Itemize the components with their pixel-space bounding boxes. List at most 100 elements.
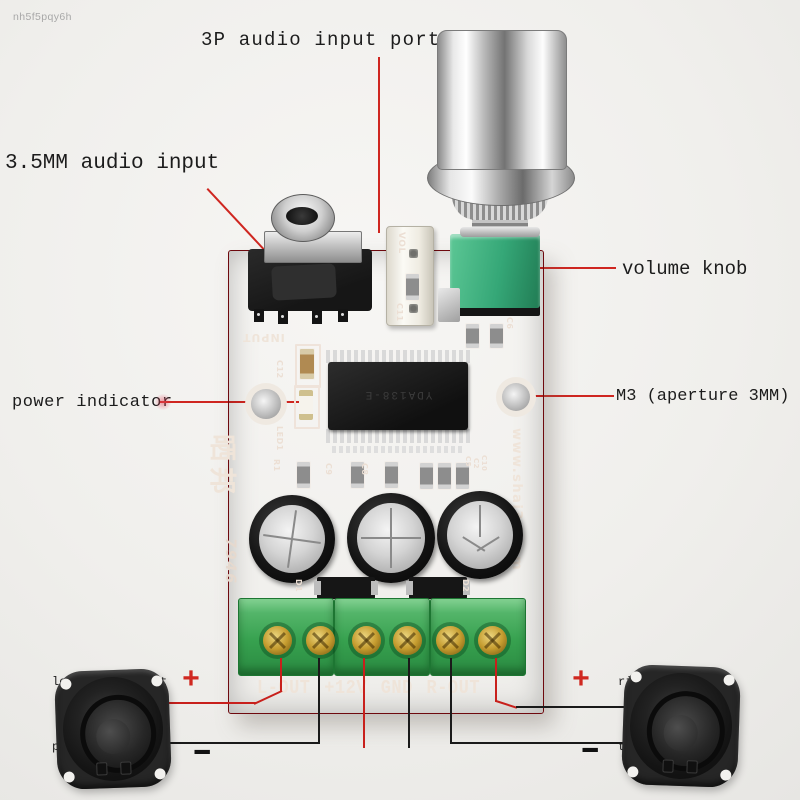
speaker-frame: [61, 675, 165, 783]
amplifier-ic-chip: YDA138-E: [328, 362, 468, 430]
connector-pin: [409, 304, 418, 313]
smd-component: [456, 463, 469, 489]
wire-12v-positive: [363, 658, 365, 748]
audio-jack-barrel: [271, 194, 335, 242]
callout-line-35mm-jack: [206, 188, 270, 256]
label-power-indicator: power indicator: [12, 393, 173, 412]
plus-symbol-left: +: [182, 664, 201, 698]
speaker-terminal: [662, 759, 674, 773]
silk-d1-label: D1: [294, 579, 303, 593]
jack-leg: [254, 309, 264, 322]
smd-component: [438, 463, 451, 489]
silk-input-label: INPUT: [242, 331, 285, 344]
speaker-screw-hole: [151, 675, 163, 687]
silk-c11-label: C11: [395, 303, 404, 322]
label-positive-line1: 12V positive p: [287, 796, 396, 800]
wire-left-positive: [280, 658, 282, 691]
terminal-screw-5: [436, 626, 465, 655]
smd-component: [466, 324, 479, 348]
audio-jack-shield: [264, 231, 362, 263]
terminal-screw-1: [263, 626, 292, 655]
speaker-screw-hole: [630, 671, 642, 683]
watermark: nh5f5pqy6h: [13, 11, 72, 23]
silk-c6-label: C6: [505, 317, 514, 330]
wire-gnd-negative: [408, 658, 410, 748]
label-3p-audio-input: 3P audio input port: [201, 29, 441, 51]
silk-c2-label: C2: [472, 458, 480, 470]
silk-c5-label: C5: [464, 456, 472, 468]
wire-left-negative: [318, 658, 320, 744]
speaker-screw-hole: [723, 674, 735, 686]
terminal-screw-2: [306, 626, 335, 655]
potentiometer-body: [450, 234, 540, 308]
speaker-frame: [628, 671, 734, 781]
power-led: [299, 390, 313, 420]
silk-c12-label: C12: [275, 360, 284, 379]
chip-pins-top: [326, 350, 470, 363]
silk-bracket-c12: [295, 344, 321, 388]
smd-diode-d2: [406, 577, 470, 599]
right-speaker: [620, 664, 742, 788]
chip-solder-pads: [332, 446, 464, 453]
terminal-screw-6: [478, 626, 507, 655]
callout-line-volume-knob: [536, 267, 616, 269]
plus-symbol-right: +: [572, 664, 591, 698]
silk-terminal-labels: L-OUT +12V GND R-OUT: [257, 678, 481, 700]
smd-component-c12: [300, 349, 314, 379]
electrolytic-capacitor-2: [347, 493, 435, 583]
smd-component-r1: [297, 462, 310, 488]
potentiometer-nut: [460, 227, 540, 237]
silk-brand-chinese: 晒邦: [206, 434, 237, 500]
electrolytic-capacitor-1: [249, 495, 335, 583]
label-negative-pole: negativ e pole: [421, 750, 476, 800]
terminal-screw-3: [352, 626, 381, 655]
capacitor-vent-line: [479, 505, 481, 537]
silk-d2-label: D2: [461, 579, 470, 593]
callout-glow-power-indicator: [154, 394, 172, 410]
smd-diode-d1: [314, 577, 378, 599]
jack-leg: [278, 311, 288, 324]
label-m3-hole: M3 (aperture 3MM): [616, 387, 790, 406]
mounting-hole-right: [496, 377, 536, 417]
label-35mm-audio-input: 3.5MM audio input: [5, 152, 220, 175]
chip-pins-bottom: [326, 429, 470, 443]
callout-line-power-indicator: [160, 401, 300, 403]
smd-component: [420, 463, 433, 489]
wire-right-negative-run: [450, 742, 628, 744]
left-speaker: [53, 668, 173, 790]
electrolytic-capacitor-3: [437, 491, 523, 579]
smd-component-c11: [406, 274, 419, 300]
silk-led1-label: LED1: [275, 426, 284, 451]
terminal-screw-4: [393, 626, 422, 655]
silk-c9-label: C9: [324, 463, 333, 476]
chip-marking-text: YDA138-E: [363, 388, 433, 400]
label-12v-positive-pole: 12V positive p ole: [287, 750, 396, 800]
wire-left-positive-run: [166, 702, 256, 704]
speaker-screw-hole: [63, 771, 75, 783]
speaker-terminal: [96, 762, 108, 776]
callout-line-3p-connector: [378, 57, 380, 233]
silk-bracket-led: [294, 385, 320, 429]
smd-component: [490, 324, 503, 348]
silk-c10-label: C10: [480, 455, 488, 472]
silk-c8-label: C8: [360, 463, 369, 476]
capacitor-vent-line: [390, 508, 392, 568]
silk-r1-label: R1: [272, 459, 281, 472]
jack-leg: [338, 309, 348, 322]
wire-left-negative-run: [162, 742, 320, 744]
audio-jack-face: [271, 263, 337, 301]
silk-serial-number: 7946: [222, 538, 238, 585]
callout-line-m3-hole: [520, 395, 614, 397]
wire-right-negative: [450, 658, 452, 744]
label-volume-knob: volume knob: [622, 258, 748, 280]
speaker-screw-hole: [627, 766, 639, 778]
connector-pin: [409, 249, 418, 258]
wire-right-positive: [495, 658, 497, 702]
wire-right-positive-run: [516, 706, 628, 708]
jack-leg: [312, 311, 322, 324]
minus-symbol-left: -: [185, 734, 219, 772]
speaker-terminal: [120, 761, 132, 775]
smd-component-c9: [351, 462, 364, 488]
silk-vol-label: VOL: [396, 232, 406, 254]
